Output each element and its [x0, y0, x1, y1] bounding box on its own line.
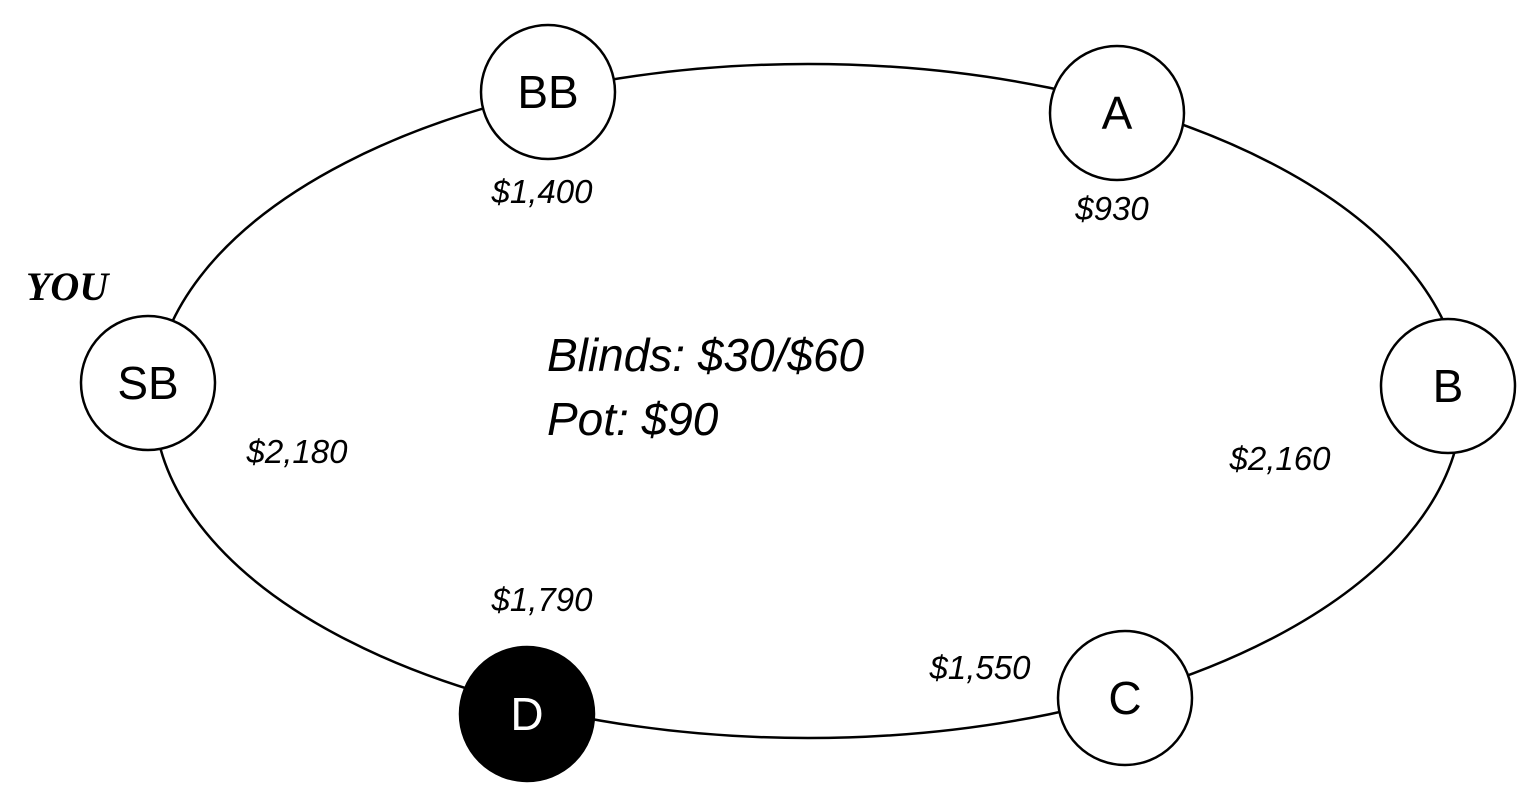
seat-d-stack: $1,790	[491, 581, 594, 618]
seat-sb: SB	[79, 314, 217, 452]
seat-d-label: D	[510, 688, 543, 740]
seat-d: D	[458, 645, 596, 783]
seat-bb-stack: $1,400	[491, 173, 594, 210]
pot-text: Pot: $90	[547, 393, 719, 445]
seat-d-circle	[458, 645, 596, 783]
seat-sb-stack: $2,180	[246, 433, 349, 470]
seat-c-circle	[1056, 629, 1194, 767]
seat-a-stack: $930	[1074, 190, 1149, 227]
seat-a-circle	[1048, 44, 1186, 182]
seat-a: A	[1048, 44, 1186, 182]
seat-b-stack: $2,160	[1229, 440, 1332, 477]
seat-c-label: C	[1108, 672, 1141, 724]
blinds-text: Blinds: $30/$60	[547, 329, 865, 381]
table-outline	[152, 62, 1464, 740]
seat-a-label: A	[1102, 87, 1133, 139]
seat-b-label: B	[1433, 360, 1464, 412]
seat-bb-circle	[479, 23, 617, 161]
seat-b: B	[1379, 317, 1517, 455]
seat-bb-label: BB	[517, 66, 578, 118]
seat-sb-label: SB	[117, 357, 178, 409]
seat-bb: BB	[479, 23, 617, 161]
seat-sb-circle	[79, 314, 217, 452]
seat-c: C	[1056, 629, 1194, 767]
seat-b-circle	[1379, 317, 1517, 455]
you-label: YOU	[26, 264, 110, 309]
seat-c-stack: $1,550	[929, 649, 1032, 686]
